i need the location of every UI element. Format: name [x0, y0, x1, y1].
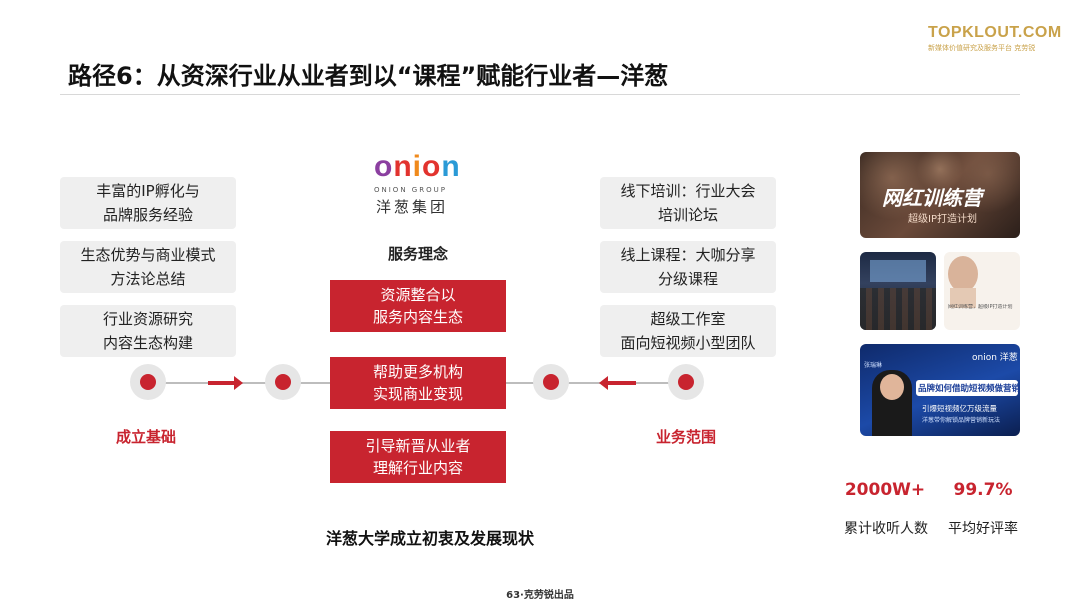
thumb-video-sub: 引爆短视频亿万级流量	[922, 404, 997, 413]
thumb-lecturer-slide-text: 网红训练营，超级IP打造计划	[948, 304, 1013, 310]
onion-group-label: ONION GROUP	[374, 186, 447, 194]
topklout-tagline: 新媒体价值研究及服务平台 克劳锐	[928, 44, 1036, 52]
concept-box-resource-integration: 资源整合以 服务内容生态	[330, 280, 506, 332]
business-scope-label: 业务范围	[656, 428, 717, 446]
onion-logo-icon: onion	[374, 150, 461, 183]
thumb-influencer-camp-sub: 超级IP打造计划	[908, 214, 977, 225]
timeline-node-left	[130, 364, 166, 400]
timeline-node-center-right	[533, 364, 569, 400]
arrow-right-icon	[208, 381, 236, 385]
stat-rating-label: 平均好评率	[948, 521, 1018, 537]
page-title: 路径6：从资深行业从业者到以“课程”赋能行业者—洋葱	[68, 62, 669, 90]
topklout-logo: TOPKLOUT.COM	[928, 24, 1062, 41]
page-footer: 63·克劳锐出品	[506, 590, 574, 601]
thumb-influencer-camp-title: 网红训练营	[882, 186, 982, 210]
arrow-left-head-icon	[599, 376, 608, 390]
stat-listeners-value: 2000W+	[844, 480, 926, 500]
foundation-label: 成立基础	[116, 428, 177, 446]
thumb-influencer-camp: 网红训练营 超级IP打造计划	[860, 152, 1020, 238]
stat-listeners-label: 累计收听人数	[844, 521, 928, 537]
thumb-classroom-photo	[860, 252, 936, 330]
thumb-video-sub2: 洋葱带你解锁品牌营销新玩法	[922, 417, 1001, 424]
arrow-right-head-icon	[234, 376, 243, 390]
timeline-node-right	[668, 364, 704, 400]
left-box-research: 行业资源研究 内容生态构建	[60, 305, 236, 357]
onion-group-cn-label: 洋葱集团	[376, 198, 449, 216]
concept-box-guide-newcomers: 引导新晋从业者 理解行业内容	[330, 431, 506, 483]
thumb-speaker-name: 张瑞琳	[864, 362, 883, 369]
left-box-methodology: 生态优势与商业模式 方法论总结	[60, 241, 236, 293]
thumb-onion-brand: onion 洋葱	[972, 353, 1018, 363]
onion-university-caption: 洋葱大学成立初衷及发展现状	[325, 529, 534, 548]
right-box-super-studio: 超级工作室 面向短视频小型团队	[600, 305, 776, 357]
thumb-short-video-marketing: onion 洋葱 张瑞琳 品牌如何借助短视频做营销? 引爆短视频亿万级流量 洋葱…	[860, 344, 1020, 436]
service-concept-heading: 服务理念	[387, 245, 448, 263]
arrow-left-icon	[608, 381, 636, 385]
concept-box-commercial-monetization: 帮助更多机构 实现商业变现	[330, 357, 506, 409]
right-box-online-courses: 线上课程：大咖分享 分级课程	[600, 241, 776, 293]
thumb-video-title: 品牌如何借助短视频做营销?	[918, 384, 1020, 394]
timeline-node-center-left	[265, 364, 301, 400]
left-box-ip-experience: 丰富的IP孵化与 品牌服务经验	[60, 177, 236, 229]
thumb-lecturer-slide: 网红训练营，超级IP打造计划	[944, 252, 1020, 330]
right-box-offline-training: 线下培训：行业大会 培训论坛	[600, 177, 776, 229]
stat-rating-value: 99.7%	[953, 480, 1013, 500]
title-divider	[60, 94, 1020, 95]
